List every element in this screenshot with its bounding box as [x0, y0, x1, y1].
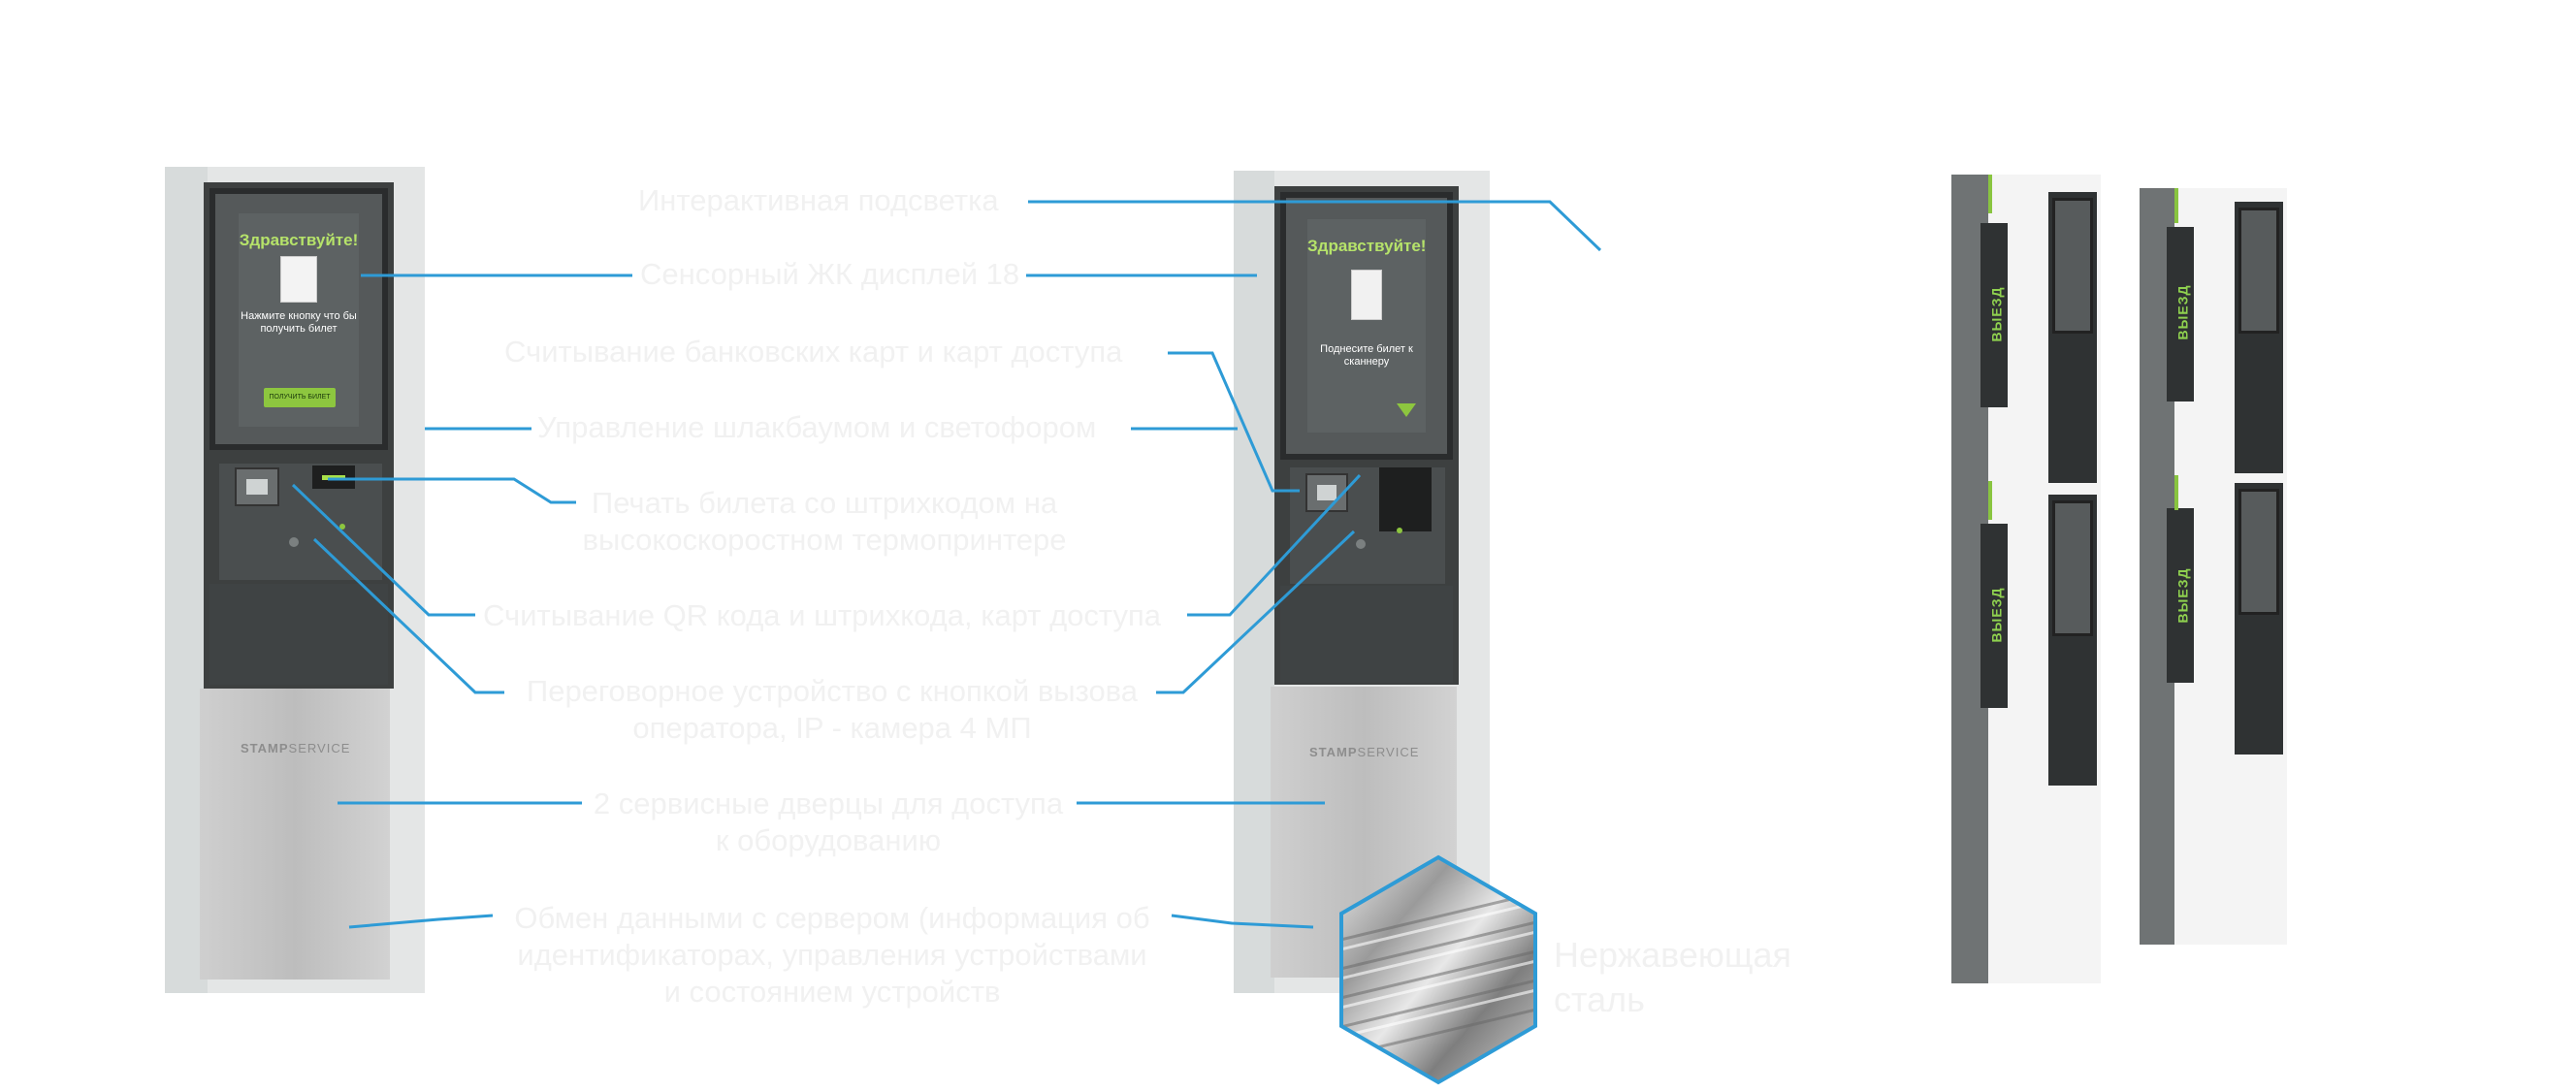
- exit-column-right: ВЫЕЗД ВЫЕЗД: [2140, 188, 2287, 945]
- status-light-top: [1988, 175, 1992, 213]
- status-light-top: [2174, 188, 2178, 223]
- kiosk-lower-panel: [1280, 586, 1453, 683]
- exit-sign-bottom: [2167, 508, 2194, 683]
- label-backlight: Интерактивная подсветка: [638, 183, 999, 217]
- ticket-icon: [280, 256, 317, 303]
- column-screen-top: [2238, 208, 2279, 334]
- label-cards: Считывание банковских карт и карт доступ…: [504, 335, 1123, 369]
- exit-sign-top: [1980, 223, 2008, 407]
- column-screen-bottom: [2238, 489, 2279, 615]
- label-print: Печать билета со штрихкодом на высокоско…: [582, 486, 1067, 557]
- intercom-button[interactable]: [1356, 539, 1366, 549]
- instruction-text: Поднесите билет к сканнеру: [1320, 343, 1413, 368]
- qr-scanner: [1305, 473, 1348, 512]
- label-qr: Считывание QR кода и штрихкода, карт дос…: [483, 598, 1161, 632]
- greeting-text: Здравствуйте!: [239, 231, 359, 249]
- indicator-icon: [1397, 528, 1402, 533]
- touch-display: Здравствуйте! Поднесите билет к сканнеру: [1280, 192, 1453, 460]
- status-light-bottom: [1988, 481, 1992, 520]
- exit-label-bottom: ВЫЕЗД: [1988, 587, 2005, 643]
- brand-logo: STAMPSERVICE: [1309, 745, 1420, 759]
- label-steel: Нержавеющая сталь: [1554, 935, 1792, 1019]
- instruction-text: Нажмите кнопку что бы получить билет: [241, 310, 357, 335]
- status-light-bottom: [2174, 475, 2178, 510]
- label-data-exchange: Обмен данными с сервером (информация об …: [514, 901, 1150, 1009]
- column-screen-top: [2052, 198, 2093, 334]
- label-display: Сенсорный ЖК дисплей 18: [640, 257, 1020, 291]
- greeting-text: Здравствуйте!: [1307, 237, 1427, 255]
- column-screen-bottom: [2052, 500, 2093, 636]
- ticket-slot-light: [322, 475, 345, 480]
- exit-sign-bottom: [1980, 524, 2008, 708]
- brand-logo: STAMPSERVICE: [241, 741, 351, 755]
- touch-display: Здравствуйте! Нажмите кнопку что бы полу…: [209, 188, 388, 450]
- exit-sign-top: [2167, 227, 2194, 401]
- qr-scanner-window: [1317, 485, 1336, 500]
- kiosk-lower-panel: [209, 584, 388, 685]
- label-barrier: Управление шлакбаумом и светофором: [537, 410, 1097, 444]
- exit-label-top: ВЫЕЗД: [1988, 286, 2005, 342]
- label-doors: 2 сервисные дверцы для доступа к оборудо…: [593, 787, 1064, 857]
- display-ui: Здравствуйте! Поднесите билет к сканнеру: [1307, 219, 1426, 433]
- display-ui: Здравствуйте! Нажмите кнопку что бы полу…: [239, 213, 359, 427]
- exit-column-left: ВЫЕЗД ВЫЕЗД: [1951, 175, 2101, 983]
- exit-label-bottom: ВЫЕЗД: [2174, 567, 2191, 624]
- card-reader: [235, 467, 279, 506]
- kiosk-side-panel: [1234, 171, 1274, 993]
- indicator-icon: [339, 524, 345, 530]
- stainless-steel-sample: [1336, 853, 1540, 1086]
- arrow-down-icon: [1397, 403, 1416, 417]
- intercom-button[interactable]: [289, 537, 299, 547]
- ticket-in-hand-icon: [1351, 270, 1382, 320]
- get-ticket-button[interactable]: ПОЛУЧИТЬ БИЛЕТ: [264, 388, 336, 407]
- card-reader-window: [246, 479, 268, 495]
- card-slot: [1379, 467, 1432, 531]
- steel-hexagon-icon: [1339, 854, 1537, 1085]
- label-intercom: Переговорное устройство с кнопкой вызова…: [526, 674, 1139, 745]
- entry-kiosk: Здравствуйте! Нажмите кнопку что бы полу…: [165, 167, 425, 993]
- exit-label-top: ВЫЕЗД: [2174, 284, 2191, 340]
- service-door-base: [200, 689, 390, 980]
